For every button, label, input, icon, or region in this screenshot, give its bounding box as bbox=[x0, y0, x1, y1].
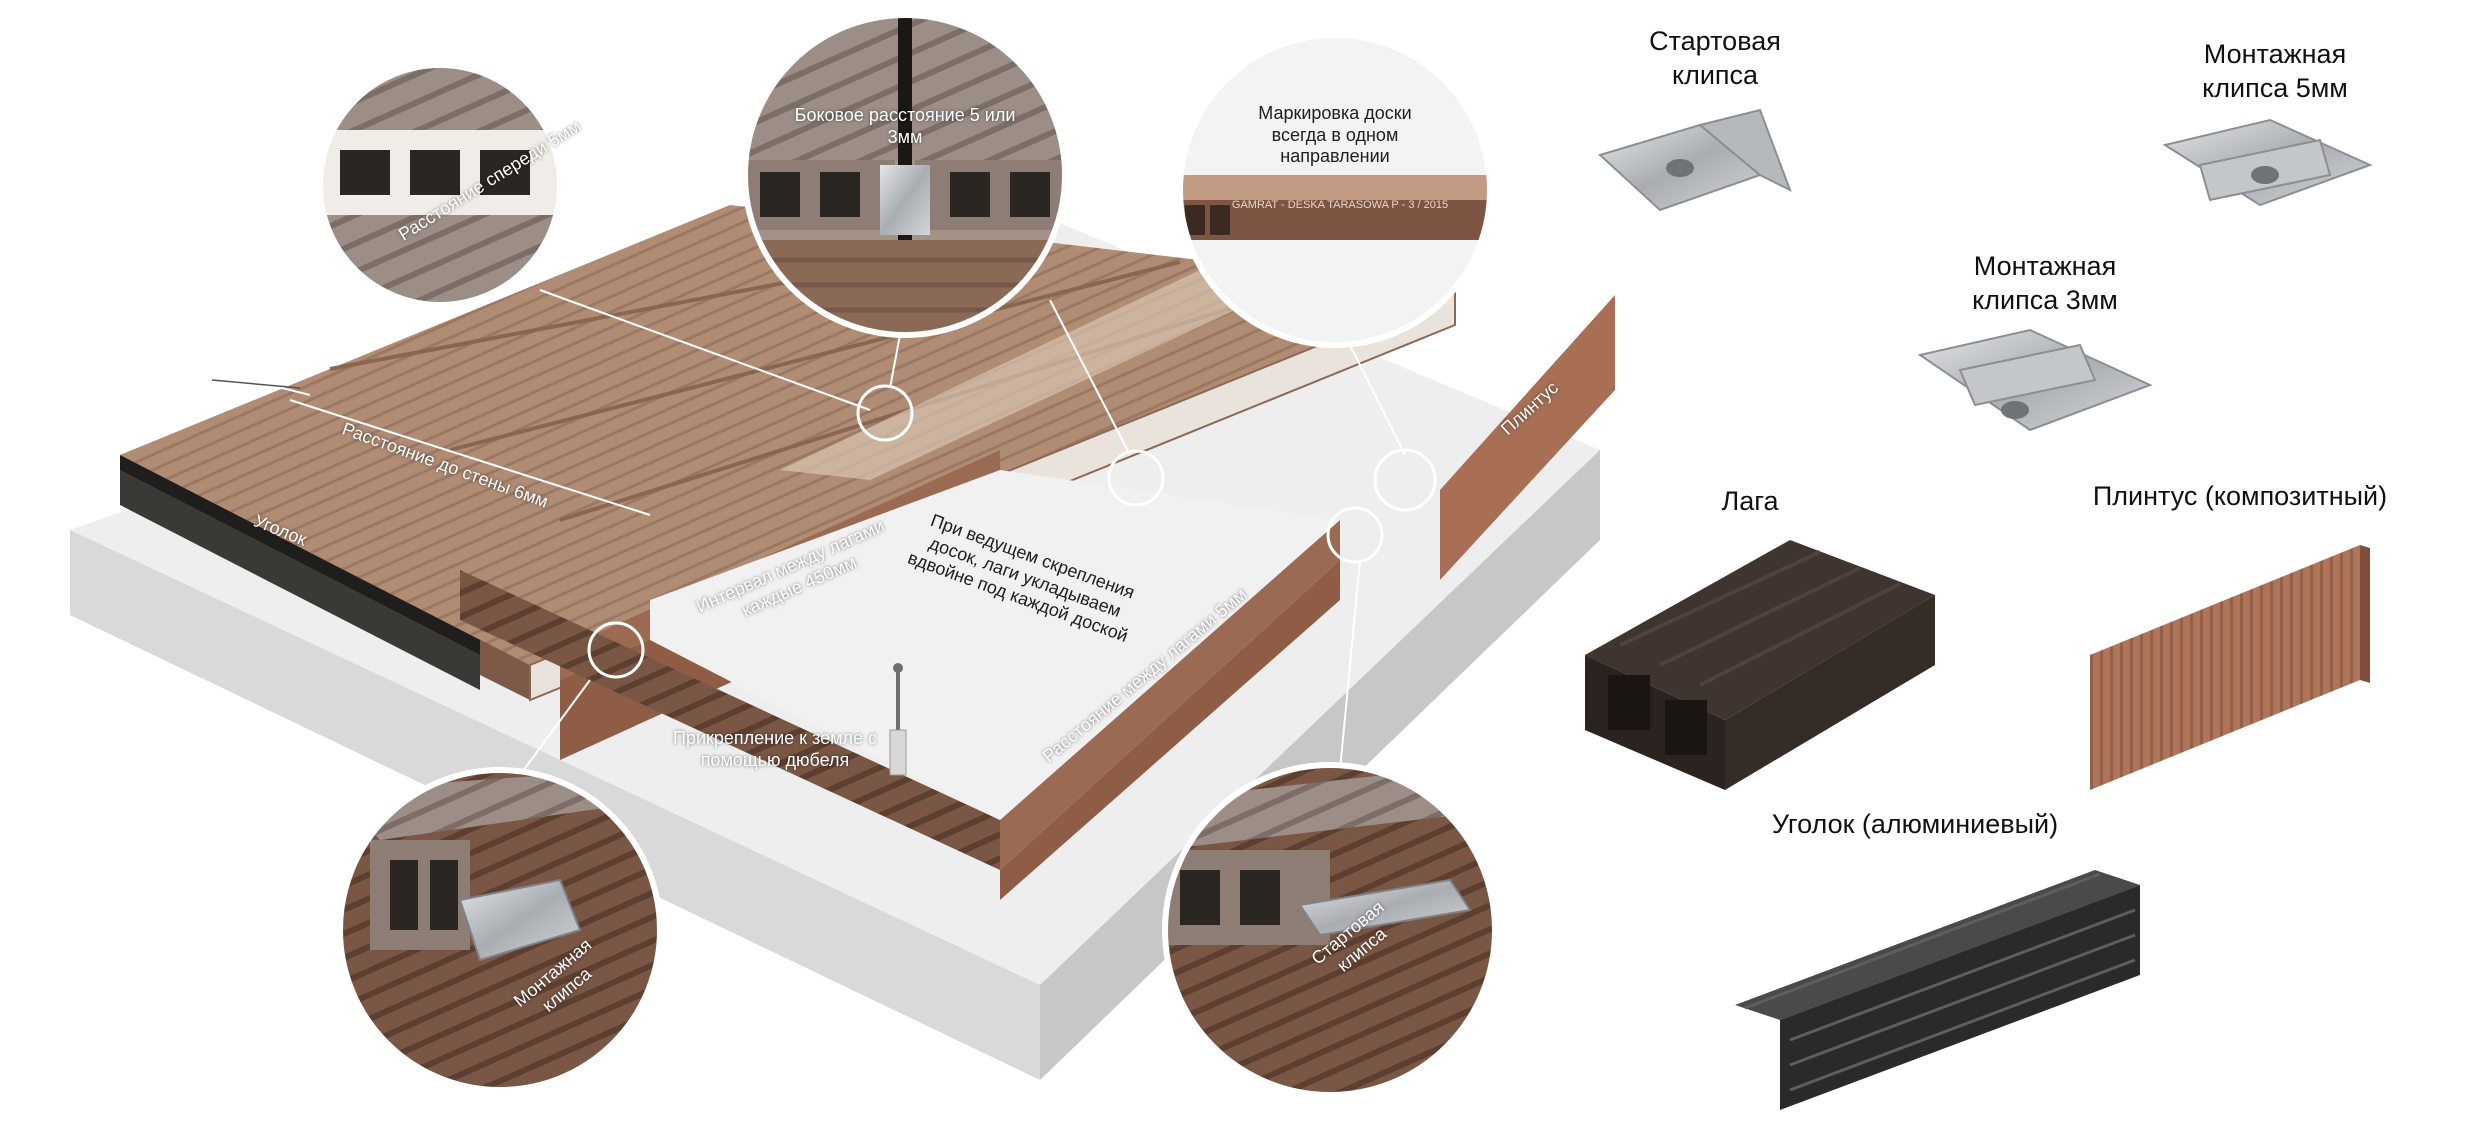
title-plinth: Плинтус (композитный) bbox=[2092, 481, 2388, 511]
label-stamp: GAMRAT - DESKA TARASOWA P - 3 / 2015 bbox=[1231, 199, 1449, 211]
zoom-start-clip bbox=[1165, 765, 1495, 1095]
title-start-clip: Стартовая клипса bbox=[1649, 26, 1781, 90]
title-corner: Уголок (алюминиевый) bbox=[1771, 809, 2059, 839]
joist-front bbox=[460, 570, 1000, 870]
plinth-profile bbox=[1440, 295, 1615, 580]
plinth-composite-part bbox=[2090, 545, 2370, 790]
joist-right bbox=[1000, 520, 1340, 870]
corner-aluminium-part bbox=[1735, 870, 2140, 1110]
label-side-gap: Боковое расстояние 5 или 3мм bbox=[794, 105, 1016, 147]
corner-profile bbox=[120, 470, 480, 690]
mount-clip-3mm-part bbox=[1917, 328, 2153, 432]
title-joist: Лага bbox=[1721, 486, 1779, 516]
zoom-marking bbox=[1180, 35, 1490, 345]
cutaway-opening bbox=[650, 470, 1340, 820]
mount-clip-5mm-part bbox=[2162, 118, 2373, 207]
label-anchor: Прикрепление к земле с помощью дюбеля bbox=[673, 728, 877, 770]
label-marking: Маркировка доски всегда в одном направле… bbox=[1258, 103, 1412, 167]
zoom-front-gap bbox=[320, 65, 560, 305]
title-mount-clip-3: Монтажная клипса 3мм bbox=[1972, 251, 2118, 315]
start-clip-part bbox=[1598, 108, 1792, 212]
joist-part bbox=[1585, 540, 1935, 790]
title-mount-clip-5: Монтажная клипса 5мм bbox=[2202, 39, 2348, 103]
